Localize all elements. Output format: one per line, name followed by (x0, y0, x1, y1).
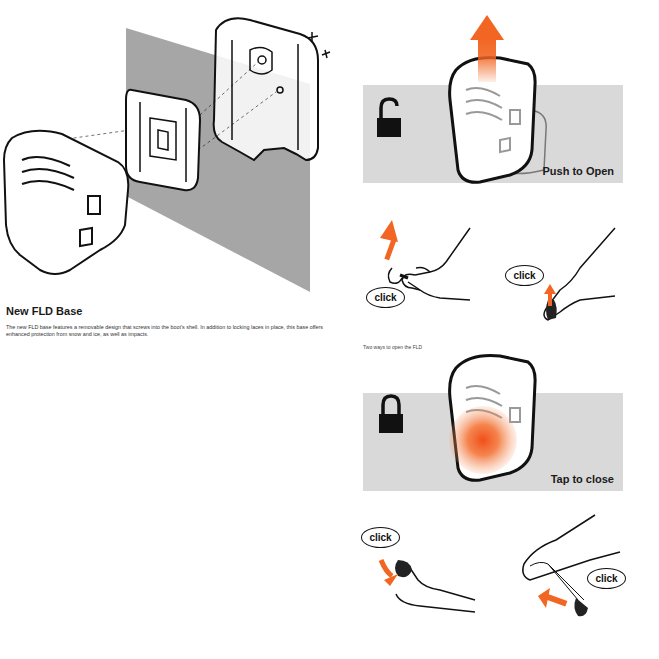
screw-hole (277, 87, 283, 93)
note-label: Two ways to open the FLD (363, 344, 422, 350)
caption: The new FLD base features a removable de… (6, 324, 338, 339)
step-label: Push to Open (543, 165, 615, 177)
fld-bracket (214, 18, 318, 160)
turn-arrow-head (384, 574, 398, 586)
base-plate-detail (140, 102, 186, 182)
cover-slots (22, 157, 100, 246)
pull-arrow-head (538, 588, 550, 608)
title: New FLD Base (6, 305, 82, 317)
tap-mark (449, 406, 517, 474)
lace (530, 562, 584, 600)
click-text: click (374, 292, 396, 303)
key (400, 275, 408, 278)
click-bubble: click (366, 287, 405, 308)
unlocked-shackle (381, 99, 397, 118)
open-arrow-head (470, 15, 504, 40)
cover-slots (466, 88, 520, 152)
locked-shackle (383, 396, 399, 414)
open-arrow (478, 38, 496, 82)
click-text: click (595, 573, 617, 584)
turn-arrow (381, 560, 392, 576)
key-fob (574, 598, 588, 616)
close-step (363, 356, 623, 492)
click-text: click (513, 270, 535, 281)
pull-arrow (384, 238, 396, 260)
fld-base-plate (126, 90, 200, 191)
click-bubble: click (505, 265, 544, 286)
click-bubble: click (361, 527, 400, 548)
open-step (363, 15, 623, 183)
bracket-detail (232, 40, 298, 150)
open-hands (380, 220, 615, 320)
unlocked-padlock (377, 118, 401, 137)
screw (308, 32, 330, 58)
locked-padlock (379, 414, 403, 433)
hand (544, 228, 615, 320)
exploded-view (4, 18, 330, 292)
pull-arrow (548, 292, 552, 306)
pull-arrow-head (380, 220, 398, 242)
step-label: Tap to close (551, 473, 614, 485)
click-text: click (369, 532, 391, 543)
fld-cover (450, 356, 536, 481)
step-panel: Push to Open (363, 85, 623, 183)
screw-hole (258, 56, 266, 64)
step-panel: Tap to close (363, 393, 623, 491)
click-bubble: click (587, 568, 626, 589)
close-hands (381, 515, 620, 616)
fld-cover (4, 131, 128, 274)
pull-arrow-head (544, 284, 556, 294)
